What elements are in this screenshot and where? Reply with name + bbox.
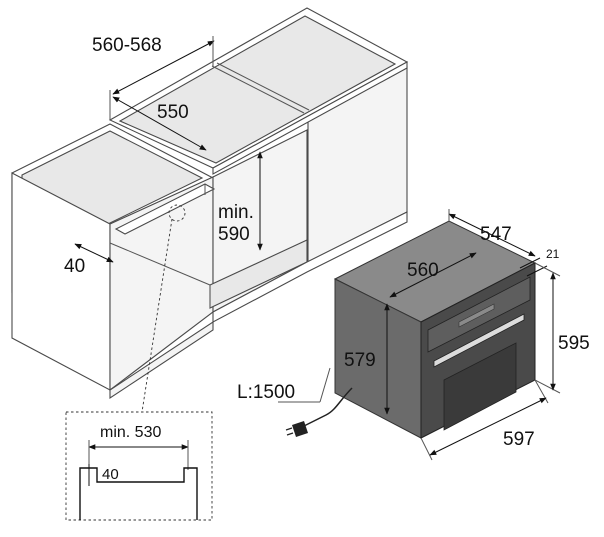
- oven-display: [458, 303, 495, 328]
- detail-channel-shape: [79, 467, 198, 520]
- divider-line-1: [211, 65, 305, 114]
- dim-line-oven-inner: [389, 252, 477, 298]
- ext-oven-height-top: [534, 262, 561, 277]
- plug-pin-2: [286, 432, 294, 436]
- cabinet-top-front-edge: [212, 61, 408, 175]
- dim-line-front-thickness: [519, 257, 541, 269]
- label-cabinet-edge: 40: [64, 256, 85, 277]
- label-oven-body-height: 579: [344, 350, 376, 371]
- power-cable: [299, 387, 353, 429]
- label-oven-height: 595: [558, 333, 590, 354]
- label-oven-depth-inner: 560: [407, 260, 439, 281]
- divider-line-2: [216, 62, 310, 111]
- cable-hole-icon: [168, 204, 186, 222]
- dim-line-edge: [74, 243, 114, 263]
- oven-dimensions: 547 560 21 579 595 597: [344, 209, 590, 461]
- plinth-front: [109, 320, 214, 400]
- dim-line-oven-depth: [448, 213, 536, 257]
- dim-line-oven-width: [429, 397, 547, 456]
- detail-box: min. 530 40: [65, 411, 213, 521]
- label-cable-length: L:1500: [237, 382, 295, 403]
- ext-oven-height-bottom: [534, 379, 561, 394]
- detail-frame: [65, 411, 213, 521]
- ext-oven-width-left: [420, 437, 433, 461]
- label-cabinet-height-2: 590: [218, 224, 250, 245]
- cabinet-dimensions: 560-568 550 min. 590 40: [64, 35, 263, 413]
- label-cabinet-height-1: min.: [218, 202, 254, 223]
- plug-icon: [292, 421, 308, 437]
- label-cabinet-width: 560-568: [92, 35, 162, 56]
- cable-leader-2: [319, 367, 331, 403]
- dim-line-width: [112, 40, 215, 95]
- label-oven-width: 597: [503, 429, 535, 450]
- plug-pin-1: [285, 427, 293, 431]
- dim-line-depth: [112, 96, 207, 151]
- niche-floor-edge: [109, 242, 211, 286]
- label-detail-offset: 40: [102, 466, 119, 483]
- label-front-thickness: 21: [546, 247, 560, 261]
- oven-handle[interactable]: [433, 313, 525, 368]
- niche-shelf-edge: [114, 183, 216, 235]
- label-detail-width: min. 530: [100, 424, 161, 441]
- label-cabinet-depth: 550: [157, 102, 189, 123]
- label-oven-depth-top: 547: [480, 224, 512, 245]
